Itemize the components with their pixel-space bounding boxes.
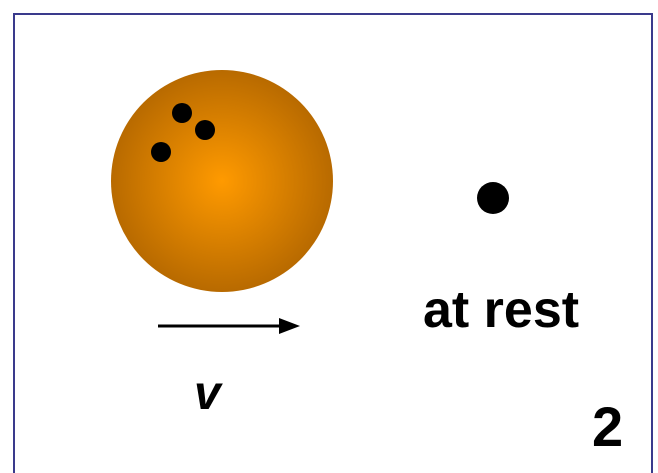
finger-hole xyxy=(195,120,215,140)
finger-hole xyxy=(151,142,171,162)
slide-number: 2 xyxy=(592,395,624,458)
bowling-ball-body xyxy=(111,70,333,292)
velocity-arrow xyxy=(158,318,300,334)
velocity-arrowhead xyxy=(279,318,300,334)
bowling-ball xyxy=(111,70,333,292)
target-particle xyxy=(477,182,509,214)
at-rest-label: at rest xyxy=(423,281,580,339)
finger-hole xyxy=(172,103,192,123)
velocity-label: v xyxy=(194,367,221,420)
slide-frame xyxy=(13,13,653,473)
